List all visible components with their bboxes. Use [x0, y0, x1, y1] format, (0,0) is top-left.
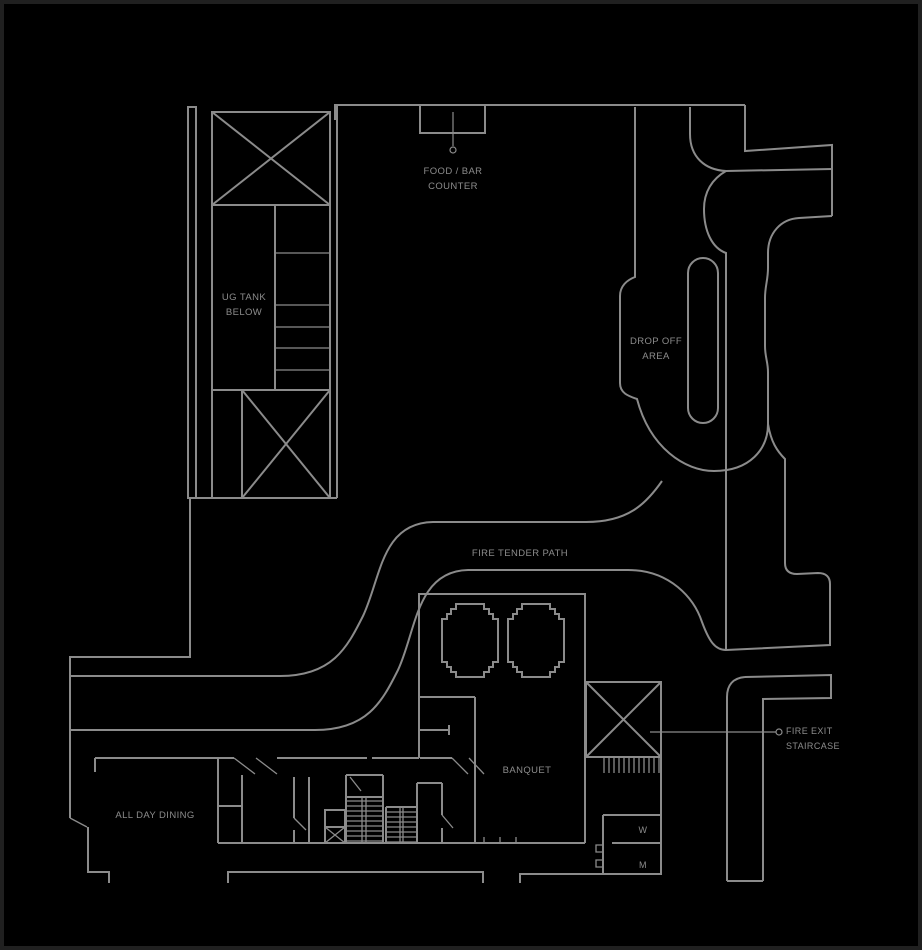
staircase-b-walls	[385, 783, 418, 843]
door-leaf	[69, 817, 88, 828]
wall-strip	[187, 106, 197, 499]
banquet-inner-walls	[419, 696, 476, 843]
toilet-door-jambs	[595, 844, 603, 868]
elevator-shaft	[324, 809, 346, 828]
fire-exit-leader-dot	[775, 728, 783, 736]
fire-exit-label-line1: FIRE EXIT	[786, 726, 833, 736]
food-bar-label-line2: COUNTER	[428, 181, 478, 192]
staircase-a-rail	[361, 797, 367, 843]
banquet-door-jambs	[483, 837, 517, 843]
all-day-dining-label: ALL DAY DINING	[115, 810, 194, 821]
main-hall: FOOD / BAR COUNTER	[334, 104, 745, 498]
exit-road-inner-edge	[689, 107, 833, 173]
banquet-label: BANQUET	[503, 765, 552, 776]
ug-tank-column-segments	[275, 252, 330, 371]
road-lane-divider	[702, 170, 727, 650]
plinth-bracket-west	[227, 871, 484, 883]
service-room-walls-east	[417, 782, 443, 843]
fire-exit-cross	[585, 681, 662, 758]
drop-off-roads: DROP OFF AREA	[619, 105, 833, 882]
ug-tank-block: UG TANK BELOW	[187, 106, 337, 499]
staircase-b-rail	[399, 807, 404, 843]
toilets: W M	[595, 814, 661, 875]
southwest-step-wall	[87, 827, 110, 883]
ug-tank-label-line1: UG TANK	[222, 292, 266, 303]
fire-exit-staircase: FIRE EXIT STAIRCASE	[585, 681, 840, 875]
west-boundary	[69, 498, 191, 883]
south-road-left-edge	[726, 676, 746, 881]
fire-tender-lower-line	[70, 569, 727, 731]
south-road-stub	[744, 673, 832, 881]
toilet-w-label: W	[639, 825, 648, 835]
fire-exit-hatch	[603, 758, 660, 773]
food-bar-label-line1: FOOD / BAR	[424, 166, 483, 177]
food-bar-leader-dot	[449, 146, 457, 154]
toilet-outline	[602, 814, 661, 875]
banquet-outline	[418, 593, 586, 843]
elevator-cross	[324, 826, 346, 844]
fire-tender-upper-line	[70, 480, 663, 677]
ug-tank-cross-bottom	[241, 389, 331, 499]
staircase-b-treads	[386, 811, 417, 843]
terrace-outline	[69, 498, 191, 818]
drop-off-label-line1: DROP OFF	[630, 336, 682, 347]
drop-off-inner-edge	[619, 107, 833, 473]
staircase-a-walls	[345, 774, 384, 843]
plinth-bracket-east	[519, 873, 661, 883]
banquet-feature-right	[507, 603, 565, 678]
service-room-walls-west	[217, 758, 243, 843]
banquet-feature-left	[441, 603, 499, 678]
fire-exit-box	[585, 681, 662, 758]
fire-tender-path: FIRE TENDER PATH	[70, 480, 727, 731]
door-leaf	[441, 814, 454, 829]
dining-service-core: ALL DAY DINING	[94, 757, 585, 844]
toilet-m-label: M	[639, 860, 647, 870]
drop-off-island	[687, 257, 719, 424]
door-leaf	[293, 817, 307, 831]
staircase-a-treads	[346, 800, 383, 842]
drop-off-label-line2: AREA	[642, 351, 670, 362]
road-right-edge	[725, 423, 831, 651]
plinth-lines	[227, 871, 661, 883]
double-door-leaves	[233, 757, 485, 775]
door-leaf	[349, 776, 362, 792]
exit-road-outer-edge	[744, 105, 833, 216]
ug-tank-label-line2: BELOW	[226, 307, 262, 318]
fire-exit-label-line2: STAIRCASE	[786, 741, 840, 751]
ug-tank-cross-top	[211, 111, 331, 206]
banquet-block: BANQUET	[418, 593, 586, 843]
main-hall-top-wall	[334, 104, 745, 120]
fire-tender-path-label: FIRE TENDER PATH	[472, 548, 568, 559]
